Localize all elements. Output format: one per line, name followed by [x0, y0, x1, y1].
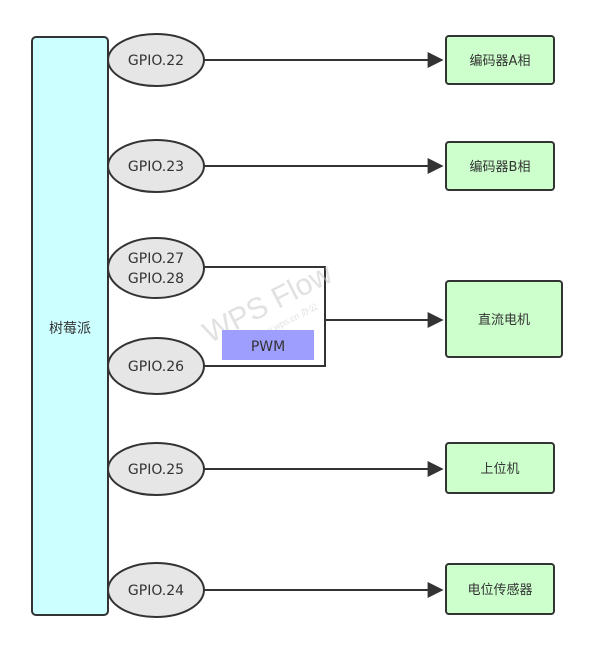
gpio-22-ellipse: [107, 33, 205, 87]
connectors: [204, 52, 444, 598]
dc-motor-box: [445, 280, 563, 358]
encoder-a-node: 编码器A相: [445, 35, 555, 85]
gpio-27-28-node: GPIO.27 GPIO.28: [107, 237, 205, 299]
potentiometer-sensor-label: 电位传感器: [467, 582, 532, 598]
gpio-26-ellipse: [107, 337, 205, 395]
encoder-b-label: 编码器B相: [470, 160, 531, 175]
potentiometer-sensor-box: [445, 563, 555, 615]
gpio-26-node: GPIO.26: [107, 337, 205, 395]
dc-motor-node: 直流电机: [445, 280, 563, 358]
gpio-23-node: GPIO.23: [107, 139, 205, 193]
encoder-a-label: 编码器A相: [470, 54, 531, 69]
raspberry-pi-box: [31, 36, 109, 616]
gpio-27-label: GPIO.27: [128, 251, 184, 267]
host-pc-label: 上位机: [480, 462, 519, 477]
raspberry-pi-node: 树莓派: [31, 36, 109, 616]
host-pc-node: 上位机: [445, 442, 555, 494]
gpio-22-node: GPIO.22: [107, 33, 205, 87]
encoder-a-box: [445, 35, 555, 85]
gpio-24-node: GPIO.24: [107, 562, 205, 618]
gpio-nodes: GPIO.22 GPIO.23 GPIO.27 GPIO.28 GPIO.26 …: [107, 33, 205, 618]
potentiometer-sensor-node: 电位传感器: [445, 563, 555, 615]
gpio-25-node: GPIO.25: [107, 442, 205, 496]
gpio-24-ellipse: [107, 562, 205, 618]
host-pc-box: [445, 442, 555, 494]
encoder-b-box: [445, 141, 555, 191]
gpio-28-label: GPIO.28: [128, 271, 184, 287]
gpio-23-label: GPIO.23: [128, 159, 184, 175]
encoder-b-node: 编码器B相: [445, 141, 555, 191]
pwm-box: [222, 330, 314, 360]
edge-gpio26-merge: [204, 320, 326, 367]
raspberry-pi-label: 树莓派: [49, 321, 91, 337]
edge-gpio27-28-merge: [204, 266, 326, 320]
gpio-24-label: GPIO.24: [128, 583, 184, 599]
gpio-27-28-ellipse: [107, 237, 205, 299]
dc-motor-label: 直流电机: [478, 313, 530, 328]
pwm-node: PWM: [222, 330, 314, 360]
gpio-23-ellipse: [107, 139, 205, 193]
gpio-26-label: GPIO.26: [128, 359, 184, 375]
gpio-25-label: GPIO.25: [128, 462, 184, 478]
gpio-25-ellipse: [107, 442, 205, 496]
gpio-22-label: GPIO.22: [128, 53, 184, 69]
pwm-label: PWM: [251, 339, 285, 355]
target-nodes: 编码器A相 编码器B相 直流电机 上位机 电位传感器: [445, 35, 563, 615]
